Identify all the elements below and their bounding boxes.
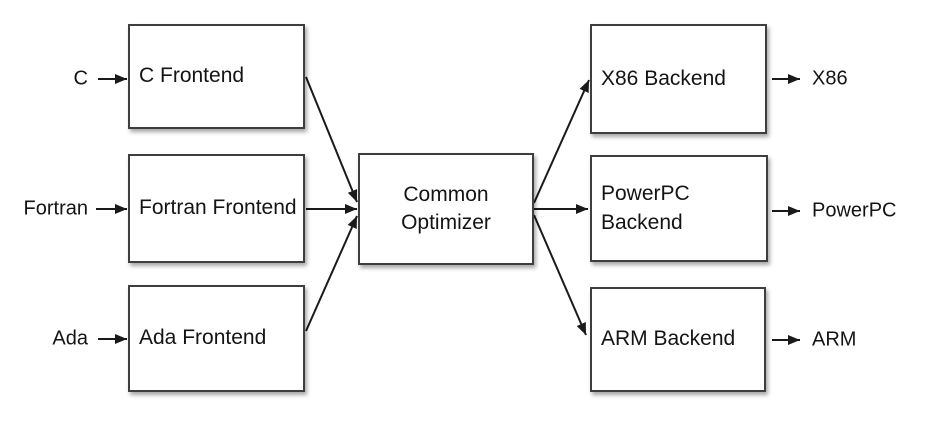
input-label-input-c: C xyxy=(73,67,88,90)
node-fortran-frontend: Fortran Frontend xyxy=(128,154,305,263)
node-label-powerpc-backend: PowerPC Backend xyxy=(601,182,690,234)
node-common-optimizer: Common Optimizer xyxy=(358,153,534,265)
node-label-arm-backend: ARM Backend xyxy=(601,327,736,351)
input-label-input-ada: Ada xyxy=(52,327,88,350)
node-x86-backend: X86 Backend xyxy=(590,24,767,134)
edge-optimizer-to-arm-backend xyxy=(533,214,587,336)
edge-c-frontend-to-optimizer xyxy=(305,76,358,203)
edge-ada-frontend-to-optimizer xyxy=(305,215,358,332)
node-c-frontend: C Frontend xyxy=(128,24,305,129)
edge-optimizer-to-x86-backend xyxy=(533,79,590,204)
output-label-output-powerpc: PowerPC xyxy=(812,199,897,222)
node-label-fortran-frontend: Fortran Frontend xyxy=(139,196,297,220)
input-label-input-fortran: Fortran xyxy=(23,197,88,220)
node-label-x86-backend: X86 Backend xyxy=(601,66,726,90)
node-label-ada-frontend: Ada Frontend xyxy=(139,326,267,350)
output-label-output-x86: X86 xyxy=(812,67,848,90)
node-powerpc-backend: PowerPC Backend xyxy=(590,155,768,262)
node-ada-frontend: Ada Frontend xyxy=(128,285,305,392)
node-arm-backend: ARM Backend xyxy=(590,287,766,392)
node-label-c-frontend: C Frontend xyxy=(139,64,245,88)
output-label-output-arm: ARM xyxy=(812,328,857,351)
edge-group xyxy=(96,74,800,345)
node-label-common-optimizer: Common Optimizer xyxy=(401,182,491,234)
